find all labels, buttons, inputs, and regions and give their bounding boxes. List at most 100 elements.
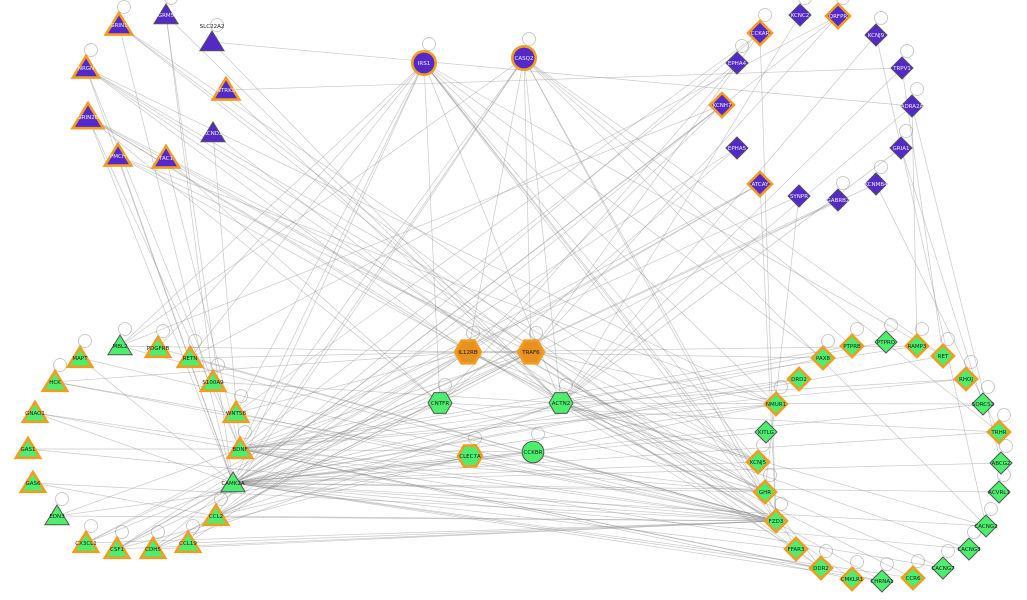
triangle-node-shape[interactable]: [70, 100, 106, 130]
triangle-node-shape[interactable]: [210, 75, 242, 101]
graph-node-PT7[interactable]: KCND2: [200, 121, 226, 143]
diamond-node-shape[interactable]: [904, 333, 930, 359]
diamond-node-shape[interactable]: [826, 188, 850, 212]
graph-node-HCK[interactable]: HCK: [40, 368, 70, 393]
graph-node-CCR6[interactable]: CCR6: [900, 565, 926, 591]
triangle-node-shape[interactable]: [200, 121, 226, 143]
graph-node-PTPRB[interactable]: PTPRB: [839, 333, 865, 359]
diamond-node-shape[interactable]: [810, 345, 836, 371]
graph-node-PD9[interactable]: EPHA5: [725, 136, 749, 160]
diamond-node-shape[interactable]: [783, 536, 809, 562]
diamond-node-shape[interactable]: [900, 565, 926, 591]
graph-node-PD14[interactable]: KCNMB4: [864, 172, 888, 196]
graph-node-DRD2[interactable]: DRD2: [786, 366, 812, 392]
triangle-node-shape[interactable]: [40, 368, 70, 393]
diamond-node-shape[interactable]: [788, 3, 812, 27]
diamond-node-shape[interactable]: [930, 343, 956, 369]
graph-node-CCL2[interactable]: CCL2: [201, 502, 231, 527]
graph-node-RETN[interactable]: RETN: [175, 344, 205, 369]
diamond-node-shape[interactable]: [864, 172, 888, 196]
graph-node-TRAF6[interactable]: TRAF6: [516, 339, 546, 365]
graph-node-PT2[interactable]: GRM5: [153, 3, 179, 25]
graph-node-CHRNA1[interactable]: CHRNA1: [870, 569, 894, 593]
diamond-node-shape[interactable]: [889, 136, 913, 160]
triangle-node-shape[interactable]: [71, 529, 101, 554]
graph-node-RHOJ[interactable]: RHOJ: [953, 366, 979, 392]
graph-node-CASQ2[interactable]: CASQ2: [510, 44, 537, 71]
diamond-node-shape[interactable]: [746, 170, 774, 198]
circle-node-shape[interactable]: [521, 440, 545, 464]
diamond-node-shape[interactable]: [874, 330, 898, 354]
diamond-node-shape[interactable]: [900, 94, 924, 118]
diamond-node-shape[interactable]: [746, 19, 774, 47]
triangle-node-shape[interactable]: [199, 30, 225, 52]
diamond-node-shape[interactable]: [708, 91, 736, 119]
graph-node-CMKLR1[interactable]: CMKLR1: [839, 566, 865, 592]
graph-node-PT4[interactable]: NRGN: [70, 53, 102, 79]
graph-node-WNT5B[interactable]: WNT5B: [221, 399, 251, 424]
graph-node-RAMP3[interactable]: RAMP3: [904, 333, 930, 359]
graph-node-GAS1[interactable]: GAS1: [13, 435, 43, 460]
diamond-node-shape[interactable]: [754, 420, 778, 444]
diamond-node-shape[interactable]: [763, 391, 789, 417]
diamond-node-shape[interactable]: [890, 56, 914, 80]
diamond-node-shape[interactable]: [870, 569, 894, 593]
triangle-node-shape[interactable]: [20, 399, 50, 424]
graph-node-KITLG[interactable]: KITLG: [754, 420, 778, 444]
circle-node-shape[interactable]: [410, 49, 437, 76]
triangle-node-shape[interactable]: [13, 435, 43, 460]
triangle-node-shape[interactable]: [138, 535, 168, 560]
graph-node-PD11[interactable]: ATCAY: [746, 170, 774, 198]
diamond-node-shape[interactable]: [787, 184, 811, 208]
graph-node-PD3[interactable]: QRFPR: [824, 2, 852, 30]
triangle-node-shape[interactable]: [221, 399, 251, 424]
triangle-node-shape[interactable]: [107, 334, 133, 356]
triangle-node-shape[interactable]: [102, 141, 134, 167]
graph-node-PT5[interactable]: NTRK3: [210, 75, 242, 101]
triangle-node-shape[interactable]: [198, 368, 228, 393]
diamond-node-shape[interactable]: [974, 514, 998, 538]
graph-node-MAPT[interactable]: MAPT: [65, 344, 95, 369]
graph-node-GNAO1[interactable]: GNAO1: [20, 399, 50, 424]
diamond-node-shape[interactable]: [725, 136, 749, 160]
hexagon-node-shape[interactable]: [427, 392, 453, 414]
graph-node-IL12RB[interactable]: IL12RB: [453, 339, 483, 365]
hexagon-node-shape[interactable]: [516, 339, 546, 365]
graph-node-CCKBR[interactable]: CCKBR: [521, 440, 545, 464]
diamond-node-shape[interactable]: [987, 480, 1011, 504]
graph-node-PD10[interactable]: GRIA1: [889, 136, 913, 160]
graph-node-PT1[interactable]: GRIN1: [103, 10, 135, 36]
diamond-node-shape[interactable]: [839, 333, 865, 359]
triangle-node-shape[interactable]: [44, 504, 70, 526]
graph-node-CSF1[interactable]: CSF1: [102, 535, 132, 560]
triangle-node-shape[interactable]: [173, 529, 203, 554]
graph-node-PT6[interactable]: GRIN2B: [70, 100, 106, 130]
diamond-node-shape[interactable]: [971, 392, 995, 416]
graph-node-PD1[interactable]: CCKAR: [746, 19, 774, 47]
triangle-node-shape[interactable]: [103, 10, 135, 36]
graph-node-GHR[interactable]: GHR: [752, 479, 778, 505]
graph-node-CX3CL1[interactable]: CX3CL1: [71, 529, 101, 554]
circle-node-shape[interactable]: [510, 44, 537, 71]
graph-node-CACNG3[interactable]: CACNG3: [957, 537, 981, 561]
diamond-node-shape[interactable]: [824, 2, 852, 30]
graph-node-CACNG2[interactable]: CACNG2: [974, 514, 998, 538]
graph-node-PT8[interactable]: PMCH: [102, 141, 134, 167]
diamond-node-shape[interactable]: [763, 508, 789, 534]
graph-node-CLEC7A[interactable]: CLEC7A: [456, 444, 484, 468]
graph-node-PD13[interactable]: GABRB2: [826, 188, 850, 212]
diamond-node-shape[interactable]: [953, 366, 979, 392]
graph-node-PD8[interactable]: ADRA2A: [900, 94, 924, 118]
graph-node-PT3[interactable]: SLC22A2: [199, 24, 225, 52]
graph-node-PT9[interactable]: TAC1: [150, 143, 182, 169]
graph-node-PD4[interactable]: KCNJ9: [864, 23, 888, 47]
diamond-node-shape[interactable]: [808, 555, 834, 581]
triangle-node-shape[interactable]: [153, 3, 179, 25]
diamond-node-shape[interactable]: [986, 419, 1012, 445]
diamond-node-shape[interactable]: [864, 23, 888, 47]
graph-node-DDR2[interactable]: DDR2: [808, 555, 834, 581]
graph-node-PAX8[interactable]: PAX8: [810, 345, 836, 371]
diamond-node-shape[interactable]: [931, 556, 955, 580]
